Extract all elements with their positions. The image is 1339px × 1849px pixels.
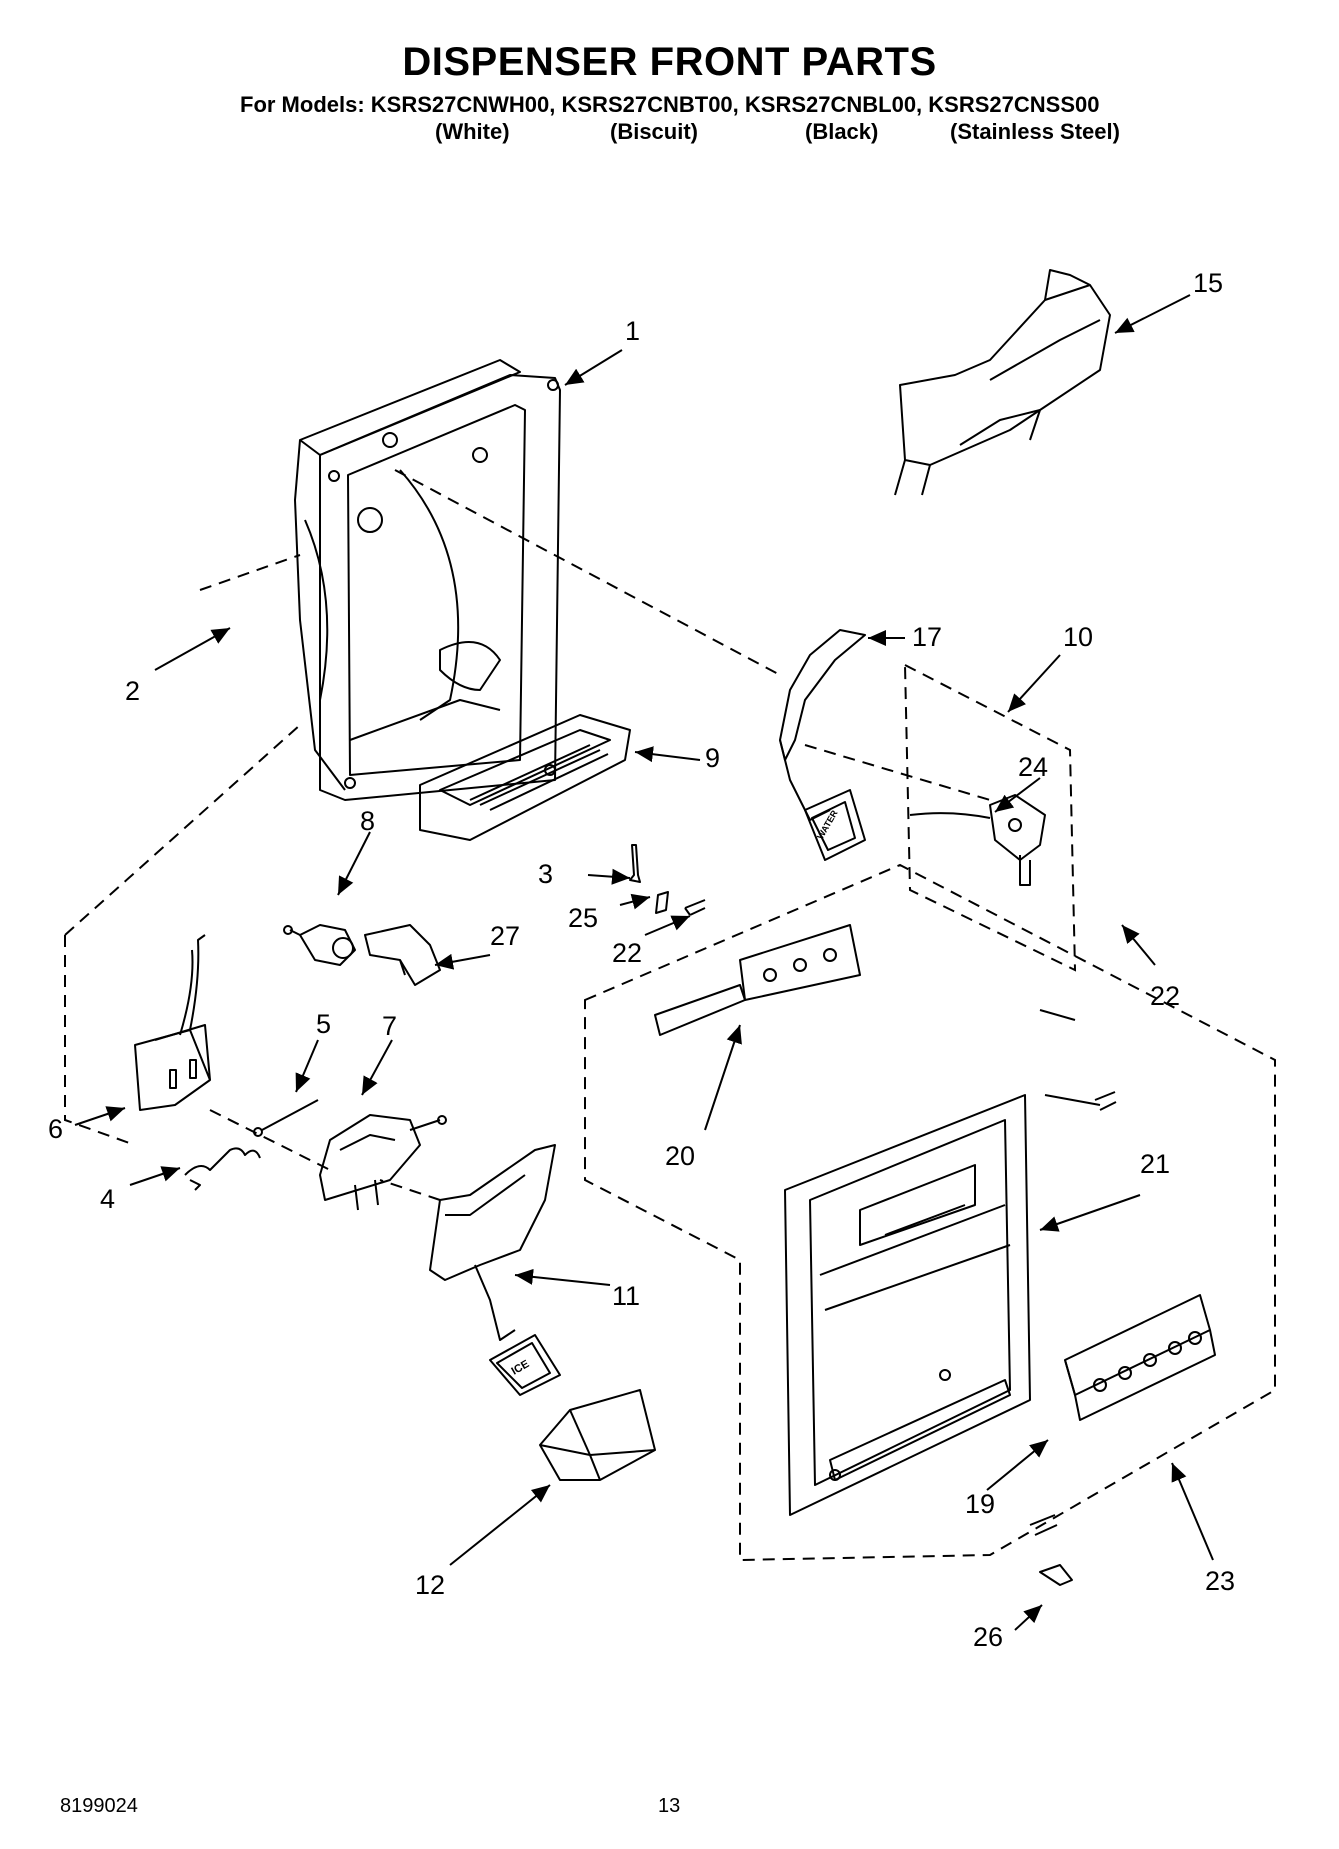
variant-white: (White)	[435, 119, 510, 144]
callout-2: 2	[125, 676, 140, 706]
callout-5: 5	[316, 1009, 331, 1039]
variant-stainless-steel: (Stainless Steel)	[950, 119, 1120, 144]
spring-part	[184, 1147, 261, 1191]
dispenser-housing-part	[294, 359, 561, 801]
callout-26: 26	[973, 1622, 1003, 1652]
callout-10: 10	[1063, 622, 1093, 652]
water-paddle-label: WATER	[815, 808, 840, 841]
leader-arrows	[74, 294, 1214, 1631]
callout-21: 21	[1140, 1149, 1170, 1179]
callout-23: 23	[1205, 1566, 1235, 1596]
water-lever-arm-part	[779, 629, 866, 861]
drip-tray-part	[419, 714, 631, 841]
document-number: 8199024	[60, 1795, 138, 1817]
callout-11: 11	[612, 1281, 640, 1311]
solenoid-cover-part	[364, 924, 441, 986]
callout-22-upper: 22	[612, 938, 642, 968]
page-title: DISPENSER FRONT PARTS	[402, 40, 937, 84]
assembly-dashed-lines	[64, 469, 1276, 1562]
callout-19: 19	[965, 1489, 995, 1519]
actuator-bracket-part	[319, 1114, 447, 1211]
callout-22-lower: 22	[1150, 981, 1180, 1011]
callout-20: 20	[665, 1141, 695, 1171]
frame-screw-part	[1039, 1564, 1073, 1586]
water-switch-part	[909, 794, 1046, 886]
model-list: For Models: KSRS27CNWH00, KSRS27CNBT00, …	[240, 92, 1100, 117]
callout-7: 7	[382, 1011, 397, 1041]
callout-8: 8	[360, 806, 375, 836]
control-housing-part	[894, 269, 1111, 496]
ice-paddle-label: ICE	[510, 1358, 532, 1378]
callout-24: 24	[1018, 752, 1048, 782]
page-number: 13	[658, 1795, 681, 1817]
control-board-part	[134, 934, 211, 1111]
callout-6: 6	[48, 1114, 63, 1144]
callout-17: 17	[912, 622, 942, 652]
panel-bracket-part	[654, 924, 861, 1036]
callout-15: 15	[1193, 268, 1223, 298]
ice-lever-arm-part	[429, 1144, 561, 1396]
solenoid-part	[283, 924, 356, 966]
callout-labels: 1 2 3 4 5 6 7 8 9 10 11 12 15 17 19 20 2…	[48, 268, 1235, 1652]
variant-black: (Black)	[805, 119, 879, 144]
callout-9: 9	[705, 743, 720, 773]
callout-27: 27	[490, 921, 520, 951]
callout-1: 1	[625, 316, 640, 346]
callout-3: 3	[538, 859, 553, 889]
control-panel-overlay-part	[1064, 1294, 1216, 1421]
pivot-pin-part	[253, 1099, 319, 1137]
ice-chute-part	[539, 1389, 656, 1481]
callout-25: 25	[568, 903, 598, 933]
variant-biscuit: (Biscuit)	[610, 119, 698, 144]
callout-12: 12	[415, 1570, 445, 1600]
small-hardware-parts	[629, 844, 1117, 1536]
dispenser-front-frame-part	[784, 1094, 1031, 1516]
callout-4: 4	[100, 1184, 115, 1214]
